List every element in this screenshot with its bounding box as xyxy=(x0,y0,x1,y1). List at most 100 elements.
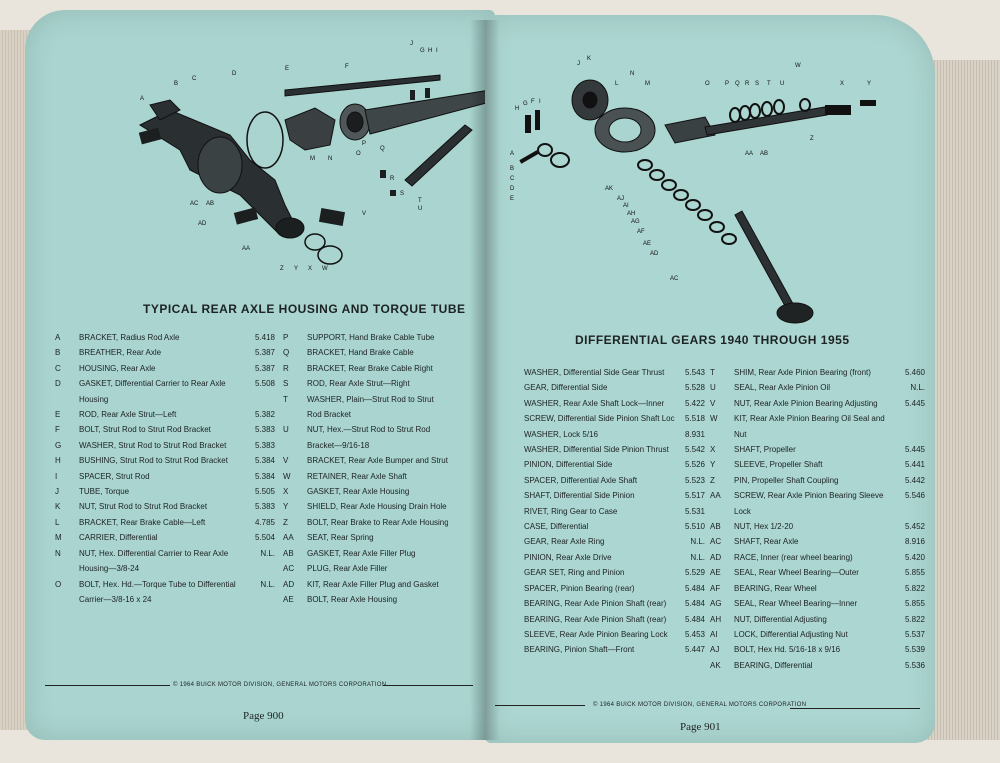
parts-list-row: SPACER, Pinion Bearing (rear)5.484 xyxy=(500,581,705,596)
part-letter: X xyxy=(283,487,289,497)
part-group-number: 5.420 xyxy=(904,552,925,562)
part-group-number: N.L. xyxy=(260,579,275,589)
svg-text:X: X xyxy=(308,266,312,272)
svg-text:T: T xyxy=(418,198,422,204)
svg-text:AD: AD xyxy=(650,251,659,257)
svg-text:U: U xyxy=(418,206,422,212)
part-description: BOLT, Strut Rod to Strut Rod Bracket xyxy=(79,425,211,435)
part-group-number: 5.531 xyxy=(684,506,705,516)
part-group-number: 5.855 xyxy=(904,568,925,578)
part-group-number: N.L. xyxy=(260,548,275,558)
part-group-number: 8.931 xyxy=(684,429,705,439)
right-section-title: DIFFERENTIAL GEARS 1940 THROUGH 1955 xyxy=(575,333,850,347)
svg-text:K: K xyxy=(587,56,591,62)
part-description: SCREW, Differential Side Pinion Shaft Lo… xyxy=(524,414,675,424)
svg-text:AA: AA xyxy=(242,246,250,252)
part-letter: V xyxy=(710,398,716,408)
part-letter: V xyxy=(283,456,289,466)
part-letter: Y xyxy=(283,502,289,512)
part-description: SPACER, Strut Rod xyxy=(79,471,150,481)
part-letter: Z xyxy=(283,517,288,527)
svg-text:C: C xyxy=(192,76,197,82)
part-letter: A xyxy=(55,333,61,342)
part-description: BEARING, Rear Axle Pinion Shaft (rear) xyxy=(524,599,667,609)
svg-text:T: T xyxy=(767,81,771,87)
part-group-number: 5.508 xyxy=(254,379,275,389)
part-description: SEAL, Rear Axle Pinion Oil xyxy=(734,383,831,393)
part-letter: AJ xyxy=(710,645,720,655)
part-letter: M xyxy=(55,533,62,543)
part-description: BEARING, Rear Axle Pinion Shaft (rear) xyxy=(524,614,667,624)
part-description: BRACKET, Radius Rod Axle xyxy=(79,333,180,342)
svg-text:B: B xyxy=(510,166,514,172)
right-page-number: Page 901 xyxy=(680,721,721,733)
part-description: RIVET, Ring Gear to Case xyxy=(524,506,618,516)
part-description: WASHER, Differential Side Gear Thrust xyxy=(524,368,665,377)
svg-text:W: W xyxy=(322,266,328,272)
part-letter: AF xyxy=(710,583,721,593)
svg-text:AK: AK xyxy=(605,186,613,192)
part-description: GEAR, Differential Side xyxy=(524,383,608,393)
part-group-number: 5.537 xyxy=(904,629,925,639)
svg-text:Y: Y xyxy=(867,81,871,87)
svg-text:AI: AI xyxy=(623,203,629,209)
part-letter: AC xyxy=(710,537,722,547)
svg-text:F: F xyxy=(531,99,535,105)
part-letter: AA xyxy=(710,491,721,501)
part-description: PINION, Differential Side xyxy=(524,460,613,470)
part-group-number: 5.452 xyxy=(904,522,925,532)
parts-list-row: SCREW, Differential Side Pinion Shaft Lo… xyxy=(500,411,705,426)
svg-text:F: F xyxy=(345,64,349,70)
part-letter: K xyxy=(55,502,61,512)
part-group-number: 5.445 xyxy=(904,445,925,455)
part-group-number: 5.460 xyxy=(904,368,925,377)
part-group-number: 5.822 xyxy=(904,614,925,624)
part-letter: U xyxy=(710,383,716,393)
part-group-number: 5.453 xyxy=(684,629,705,639)
svg-text:H: H xyxy=(515,106,519,112)
svg-text:V: V xyxy=(362,211,366,217)
part-description: SHIM, Rear Axle Pinion Bearing (front) xyxy=(734,368,871,377)
part-description: BOLT, Hex. Hd.—Torque Tube to Differenti… xyxy=(79,579,236,604)
part-description: SLEEVE, Propeller Shaft xyxy=(734,460,823,470)
part-description: SEAL, Rear Wheel Bearing—Inner xyxy=(734,599,858,609)
part-group-number: 5.383 xyxy=(254,502,275,512)
part-letter: X xyxy=(710,445,716,455)
svg-text:AE: AE xyxy=(643,241,651,247)
part-description: BUSHING, Strut Rod to Strut Rod Bracket xyxy=(79,456,228,466)
part-group-number: 5.855 xyxy=(904,599,925,609)
svg-text:S: S xyxy=(755,81,759,87)
part-group-number: 5.543 xyxy=(684,368,705,377)
part-description: RACE, Inner (rear wheel bearing) xyxy=(734,552,853,562)
parts-list-row: X SHAFT, Propeller 5.445 xyxy=(710,442,925,457)
part-group-number: N.L. xyxy=(690,552,705,562)
part-letter: L xyxy=(55,517,60,527)
svg-text:J: J xyxy=(577,61,580,67)
part-description: SHAFT, Propeller xyxy=(734,445,796,455)
part-letter: AH xyxy=(710,614,722,624)
part-description: BOLT, Hex Hd. 5/16-18 x 9/16 xyxy=(734,645,841,655)
part-group-number: N.L. xyxy=(690,537,705,547)
part-group-number: 5.445 xyxy=(904,398,925,408)
